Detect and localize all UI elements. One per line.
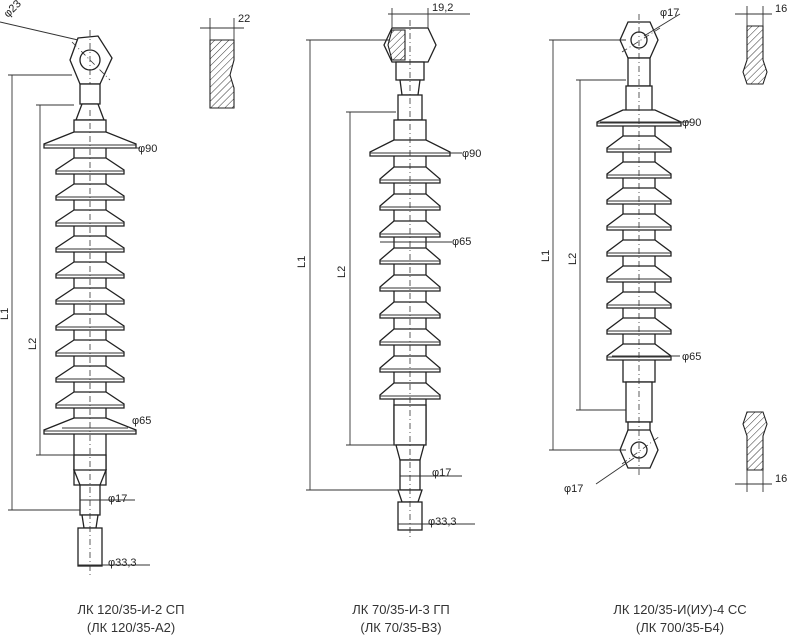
shed-disc — [379, 166, 441, 184]
insulator-c-body — [596, 14, 682, 478]
insulator-a-caption-line2: (ЛК 120/35-А2) — [87, 620, 175, 635]
insulator-b-top-fitting — [383, 27, 437, 121]
insulator-a-top-hole-dim: φ23 — [2, 0, 24, 20]
insulator-b-shed-large-dim: φ90 — [462, 148, 481, 160]
insulator-a-body — [43, 110, 137, 575]
insulator-b: L1 L2 19,2 φ90 φ65 φ17 φ33,3 ЛК 70/35-И-… — [296, 2, 481, 635]
insulator-a-detail-width-dim: 22 — [238, 13, 250, 25]
insulator-b-end-dim: φ33,3 — [428, 516, 457, 528]
insulator-a-shed-large-dim: φ90 — [138, 143, 157, 155]
shed-disc — [379, 382, 441, 400]
insulator-c-shed-small-dim: φ65 — [682, 351, 701, 363]
insulator-b-sheds — [369, 139, 451, 400]
insulator-a-detail-section: 22 — [200, 13, 250, 109]
insulator-b-l1-label: L1 — [296, 256, 308, 268]
insulator-a-l2-label: L2 — [27, 338, 39, 350]
insulator-c-bottom-hole-dim: φ17 — [564, 483, 583, 495]
insulator-c-l2-label: L2 — [567, 253, 579, 265]
insulator-c-dimensions: L1 L2 φ17 φ90 φ65 φ17 — [540, 7, 701, 495]
insulator-c-detail-bottom-dim: 16 — [775, 473, 787, 485]
insulator-b-caption: ЛК 70/35-И-3 ГП (ЛК 70/35-В3) — [352, 602, 449, 635]
insulator-a-caption: ЛК 120/35-И-2 СП (ЛК 120/35-А2) — [77, 602, 184, 635]
insulator-c: L1 L2 φ17 φ90 φ65 φ17 16 16 ЛК 1 — [540, 3, 787, 635]
insulator-c-detail-bottom: 16 — [735, 411, 787, 492]
insulator-c-l1-label: L1 — [540, 250, 552, 262]
insulator-b-caption-line2: (ЛК 70/35-В3) — [360, 620, 441, 635]
insulator-b-rod-dim: φ17 — [432, 467, 451, 479]
insulator-a-rod-dim: φ17 — [108, 493, 127, 505]
insulator-c-top-hole-dim: φ17 — [660, 7, 679, 19]
insulator-b-shed-small-dim: φ65 — [452, 236, 471, 248]
insulator-b-dimensions: L1 L2 19,2 φ90 φ65 φ17 φ33,3 — [296, 2, 481, 528]
insulator-a-shed-small-dim: φ65 — [132, 415, 151, 427]
insulator-c-shed-large-dim: φ90 — [682, 117, 701, 129]
insulator-c-detail-top: 16 — [735, 3, 787, 85]
insulator-c-top-eye — [619, 21, 661, 113]
insulator-b-caption-line1: ЛК 70/35-И-3 ГП — [352, 602, 449, 617]
insulator-b-top-width-dim: 19,2 — [432, 2, 453, 14]
insulator-c-caption: ЛК 120/35-И(ИУ)-4 СС (ЛК 700/35-Б4) — [613, 602, 746, 635]
insulator-c-detail-top-dim: 16 — [775, 3, 787, 15]
insulator-a-top-eye — [69, 30, 113, 121]
insulator-a-end-dim: φ33,3 — [108, 557, 137, 569]
insulator-c-caption-line1: ЛК 120/35-И(ИУ)-4 СС — [613, 602, 746, 617]
shed-disc — [369, 139, 451, 157]
insulator-b-l2-label: L2 — [336, 266, 348, 278]
insulator-c-caption-line2: (ЛК 700/35-Б4) — [636, 620, 724, 635]
insulator-b-body — [369, 20, 451, 540]
insulator-a-caption-line1: ЛК 120/35-И-2 СП — [77, 602, 184, 617]
insulator-a: L1 L2 φ23 φ90 φ65 φ17 φ33,3 22 ЛК 120/35… — [0, 0, 250, 635]
insulator-a-l1-label: L1 — [0, 308, 11, 320]
